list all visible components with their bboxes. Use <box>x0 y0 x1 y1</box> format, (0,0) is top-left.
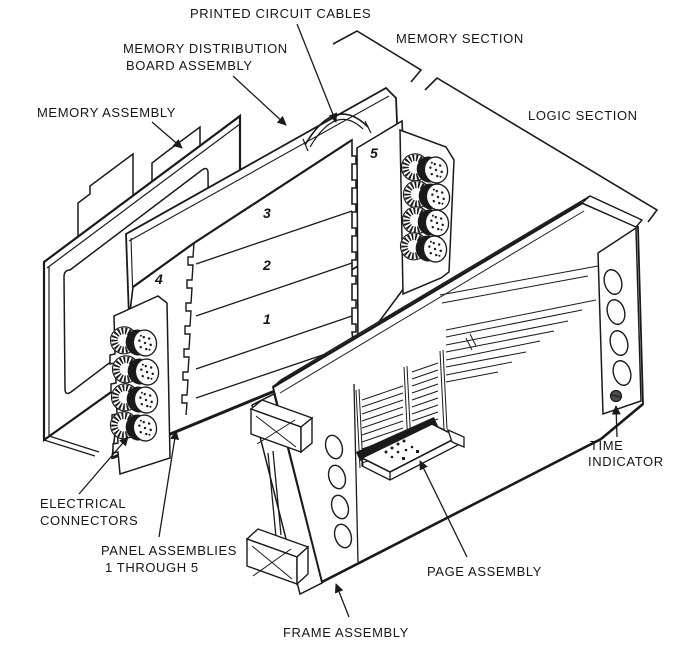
leader-panel-assemblies <box>158 430 180 538</box>
panel-number: 3 <box>263 205 271 221</box>
panel-number: 4 <box>154 271 163 287</box>
panel-number: 2 <box>262 257 271 273</box>
oval-hole <box>603 269 623 295</box>
page-assembly <box>356 417 465 481</box>
label-panel-assemblies-2: 1 THROUGH 5 <box>105 560 199 575</box>
panel-number: 5 <box>370 145 378 161</box>
electrical-connectors-right <box>398 128 454 296</box>
label-memory-assembly: MEMORY ASSEMBLY <box>37 105 176 120</box>
label-panel-assemblies-1: PANEL ASSEMBLIES <box>101 543 237 558</box>
oval-hole <box>612 360 632 386</box>
oval-hole <box>324 434 344 460</box>
frame-assembly <box>245 195 644 596</box>
leader-printed-circuit-cables <box>296 23 338 123</box>
frame-right-panel <box>597 226 642 416</box>
page-card-handle <box>446 428 465 448</box>
oval-hole <box>330 494 350 520</box>
callout-labels: PRINTED CIRCUIT CABLES MEMORY DISTRIBUTI… <box>37 6 664 640</box>
leader-page-assembly <box>419 460 468 558</box>
leader-memory-distribution-board <box>232 75 287 126</box>
panel-number: 1 <box>263 311 271 327</box>
oval-hole <box>327 464 347 490</box>
label-time-2: INDICATOR <box>588 454 664 469</box>
leader-lines <box>78 23 621 618</box>
leader-electrical-connectors <box>78 436 129 495</box>
oval-hole <box>606 299 626 325</box>
logic-section-bracket <box>424 76 659 223</box>
label-printed-circuit-cables: PRINTED CIRCUIT CABLES <box>190 6 371 21</box>
oval-hole <box>333 523 353 549</box>
leader-frame-assembly <box>334 583 350 618</box>
leader-memory-assembly <box>151 121 183 149</box>
label-electrical-2: CONNECTORS <box>40 513 138 528</box>
oval-hole <box>609 330 629 356</box>
label-frame-assembly: FRAME ASSEMBLY <box>283 625 409 640</box>
mounting-bracket-top <box>249 399 314 454</box>
electrical-connectors-left <box>108 295 171 475</box>
label-page-assembly: PAGE ASSEMBLY <box>427 564 542 579</box>
label-electrical-1: ELECTRICAL <box>40 496 126 511</box>
memory-section-bracket <box>332 30 423 83</box>
mounting-bracket-bottom <box>245 528 310 586</box>
bracket-web <box>267 450 282 538</box>
label-memory-section: MEMORY SECTION <box>396 31 524 46</box>
label-memory-distribution-2: BOARD ASSEMBLY <box>126 58 253 73</box>
label-memory-distribution-1: MEMORY DISTRIBUTION <box>123 41 288 56</box>
frame-left-oval-column <box>324 383 359 563</box>
label-time-1: TIME <box>590 438 623 453</box>
panel-notched-edge <box>181 242 195 416</box>
label-logic-section: LOGIC SECTION <box>528 108 638 123</box>
panel-divider-lines <box>195 210 353 399</box>
leader-time-indicator <box>611 405 621 438</box>
